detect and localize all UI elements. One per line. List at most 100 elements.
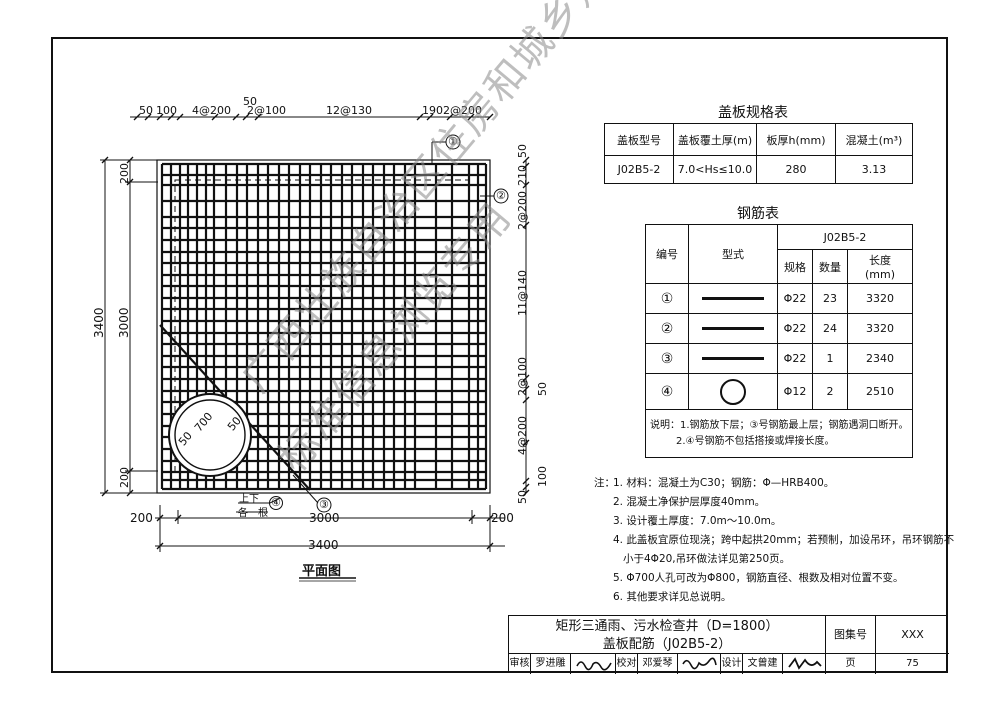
top-dim-seg-1: 100 (156, 104, 177, 117)
rebar-note-1: 说明：1.钢筋放下层；③号钢筋最上层；钢筋遇洞口断开。 (650, 419, 909, 431)
dim-tick (144, 113, 152, 121)
rebar-shape-4 (688, 373, 778, 410)
rebar-spec-4: Φ12 (777, 373, 813, 410)
reviewer-name: 罗进雕 (531, 654, 571, 674)
rebar-no-2: ② (645, 313, 689, 344)
dim-tick (522, 162, 530, 170)
left-dim-top: 200 (118, 163, 131, 184)
dim-tick (126, 467, 134, 475)
drawing-title-line2: 盖板配筋（J02B5-2） (602, 637, 732, 652)
spec-h-thick: 板厚h(mm) (756, 123, 836, 156)
dim-tick (486, 542, 494, 550)
mark-3: ③ (319, 498, 329, 511)
left-dim-overall: 3400 (92, 307, 106, 338)
dim-tick (167, 113, 175, 121)
rebar-h-len-unit: (mm) (864, 268, 895, 281)
page-label: 页 (826, 654, 876, 674)
rebar-len-1: 3320 (847, 283, 913, 314)
dim-tick (522, 374, 530, 382)
dim-tick (174, 514, 182, 522)
drawing-frame (51, 37, 948, 673)
mark-4: ④ (271, 496, 281, 509)
dim-tick (211, 113, 219, 121)
page-no: 75 (906, 658, 919, 669)
mark-2: ② (496, 189, 506, 202)
spec-table-title: 盖板规格表 (718, 105, 788, 121)
dim-tick (522, 489, 530, 497)
right-dim-3: 11@140 (516, 270, 529, 316)
checker-name: 邓爱琴 (638, 654, 678, 674)
top-dim-50: 50 (243, 95, 257, 108)
spec-table: 盖板型号 盖板覆土厚(m) 板厚h(mm) 混凝土(m³) J02B5-2 7.… (604, 123, 913, 184)
dim-tick (522, 477, 530, 485)
dim-tick (156, 514, 164, 522)
left-dim-inner: 3000 (117, 307, 131, 338)
dim-tick (446, 113, 454, 121)
dim-tick (101, 156, 109, 164)
rebar-no-1: ① (645, 283, 689, 314)
rebar-note-2: 2.④号钢筋不包括搭接或焊接长度。 (676, 435, 835, 447)
spec-cover: 7.0<Hs≤10.0 (673, 155, 757, 184)
bottom-dim-mid: 3000 (309, 511, 340, 525)
dim-tick (522, 156, 530, 164)
rebar-qty-1: 23 (812, 283, 848, 314)
drawing-title-line1: 矩形三通雨、污水检查井（D=1800） (555, 619, 779, 634)
right-dim-1: 210 (516, 165, 529, 186)
rebar-h-qty: 数量 (812, 249, 848, 284)
atlas-label: 图集号 (826, 616, 876, 654)
rebar-len-2: 3320 (847, 313, 913, 344)
rebar-table-title: 钢筋表 (737, 206, 779, 222)
right-dim-0: 50 (516, 144, 529, 158)
note-item: 6. 其他要求详见总说明。 (613, 591, 732, 603)
dim-tick (416, 113, 424, 121)
bottom-dim-right: 200 (491, 511, 514, 525)
rebar-shape-3 (688, 343, 778, 374)
bottom-dim-overall: 3400 (308, 538, 339, 552)
rebar-notes: 说明：1.钢筋放下层；③号钢筋最上层；钢筋遇洞口断开。 2.④号钢筋不包括搭接或… (645, 409, 913, 458)
check-label: 校对 (616, 654, 638, 674)
dim-tick (486, 514, 494, 522)
right-dim-5: 50 (536, 382, 549, 396)
dim-tick (156, 113, 164, 121)
notes-label: 注： (594, 477, 615, 489)
designer-signature (783, 654, 826, 674)
drawing-title: 矩形三通雨、污水检查井（D=1800） 盖板配筋（J02B5-2） (509, 616, 826, 654)
rebar-no-4: ④ (645, 373, 689, 410)
dim-tick (176, 113, 184, 121)
dim-tick (426, 113, 434, 121)
rebar-qty-4: 2 (812, 373, 848, 410)
rebar-spec-2: Φ22 (777, 313, 813, 344)
rebar-len-3: 2340 (847, 343, 913, 374)
dim-tick (468, 514, 476, 522)
rebar-spec-3: Φ22 (777, 343, 813, 374)
rebar-h-len-text: 长度 (869, 254, 891, 267)
note-item: 小于4Φ20,吊环做法详见第250页。 (623, 553, 791, 565)
dim-tick (232, 113, 240, 121)
dim-tick (126, 156, 134, 164)
note-item: 3. 设计覆土厚度：7.0m～10.0m。 (613, 515, 782, 527)
design-label: 设计 (721, 654, 743, 674)
dim-tick (522, 385, 530, 393)
plan-title: 平面图 (302, 564, 342, 579)
dim-tick (126, 489, 134, 497)
reviewer-signature (571, 654, 616, 674)
rebar-h-shape: 型式 (688, 224, 778, 284)
dim-tick (467, 113, 475, 121)
spec-h-type: 盖板型号 (604, 123, 674, 156)
top-dim-seg-0: 50 (139, 104, 153, 117)
dim-tick (101, 489, 109, 497)
note-updown: 上下 (239, 494, 259, 505)
dim-tick (522, 439, 530, 447)
rebar-table: 编号 型式 J02B5-2 规格 数量 长度(mm) ① Φ22 23 3320… (645, 224, 913, 458)
right-dim-8: 50 (516, 490, 529, 504)
designer-name: 文曾建 (743, 654, 783, 674)
dim-tick (522, 483, 530, 491)
spec-h-concrete: 混凝土(m³) (835, 123, 913, 156)
dim-tick (522, 181, 530, 189)
dim-tick (522, 221, 530, 229)
top-dim-seg-5: 190 (422, 104, 443, 117)
dim-tick (126, 178, 134, 186)
dim-tick (486, 113, 494, 121)
rebar-shape-1 (688, 283, 778, 314)
mark-1: ① (448, 135, 458, 148)
